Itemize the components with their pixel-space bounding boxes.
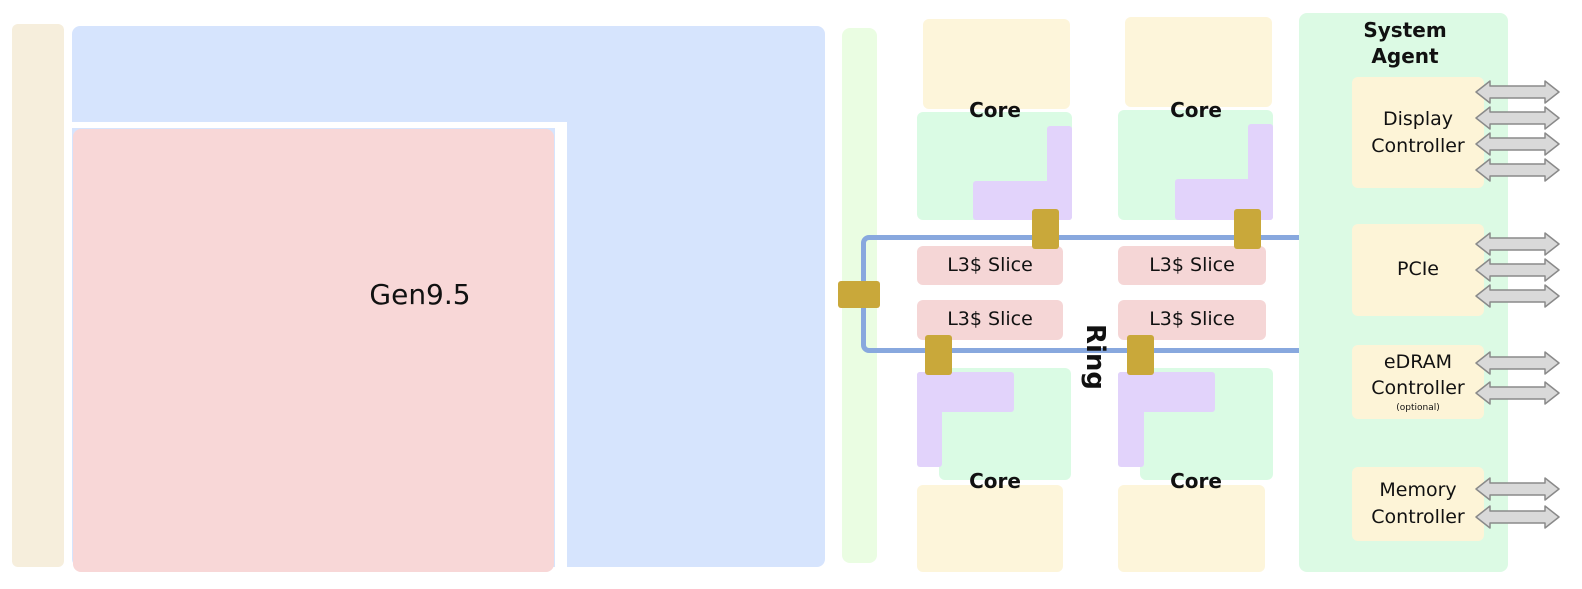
core-1-label: Core <box>969 98 1021 122</box>
edram-optional-note: (optional) <box>1396 403 1440 413</box>
core-2-label: Core <box>1170 98 1222 122</box>
display-controller-block <box>1352 77 1484 188</box>
core-3-cache <box>917 485 1063 572</box>
ring-stop-core-4 <box>1127 335 1154 375</box>
core-4-unit-horizontal <box>1118 372 1215 412</box>
l3-slice-1-label: L3$ Slice <box>947 254 1033 276</box>
core-1-cache <box>923 19 1070 109</box>
gpu-top-gap <box>72 122 567 128</box>
display-controller-label: Display Controller <box>1371 108 1465 157</box>
memory-link-arrow-2 <box>1475 505 1560 529</box>
display-link-arrow-1 <box>1475 80 1560 104</box>
system-agent-label: System Agent <box>1363 18 1447 68</box>
pcie-block <box>1352 224 1484 316</box>
gpu-inner-gap <box>555 122 567 567</box>
memory-link-arrow-1 <box>1475 477 1560 501</box>
core-4-label: Core <box>1170 469 1222 493</box>
l3-slice-3-label: L3$ Slice <box>947 308 1033 330</box>
pcie-link-arrow-2 <box>1475 258 1560 282</box>
left-edge-strip <box>12 24 64 567</box>
l3-slice-1 <box>917 246 1063 285</box>
core-3-unit-horizontal <box>917 372 1014 412</box>
memory-controller-block <box>1352 467 1484 541</box>
gpu-execution-block <box>73 129 554 572</box>
l3-slice-2-label: L3$ Slice <box>1149 254 1235 276</box>
gpu-label: Gen9.5 <box>369 278 471 311</box>
display-link-arrow-4 <box>1475 158 1560 182</box>
display-link-arrow-2 <box>1475 106 1560 130</box>
edram-controller-label: eDRAM Controller <box>1371 351 1465 399</box>
display-link-arrow-3 <box>1475 132 1560 156</box>
l3-slice-4 <box>1118 300 1266 340</box>
pcie-label: PCIe <box>1396 258 1440 280</box>
ring-stop-core-1 <box>1032 209 1059 249</box>
edram-link-arrow-1 <box>1475 351 1560 375</box>
ring-stop-core-2 <box>1234 209 1261 249</box>
core-4-cache <box>1118 485 1265 572</box>
l3-slice-2 <box>1118 246 1266 285</box>
edram-controller-block <box>1352 345 1484 419</box>
pcie-link-arrow-3 <box>1475 284 1560 308</box>
core-3-label: Core <box>969 469 1021 493</box>
ring-stop-gpu <box>838 281 880 308</box>
edram-link-arrow-2 <box>1475 381 1560 405</box>
ring-stop-core-3 <box>925 335 952 375</box>
core-2-cache <box>1125 17 1272 107</box>
l3-slice-4-label: L3$ Slice <box>1149 308 1235 330</box>
pcie-link-arrow-1 <box>1475 232 1560 256</box>
l3-slice-3 <box>917 300 1063 340</box>
memory-controller-label: Memory Controller <box>1371 479 1465 528</box>
